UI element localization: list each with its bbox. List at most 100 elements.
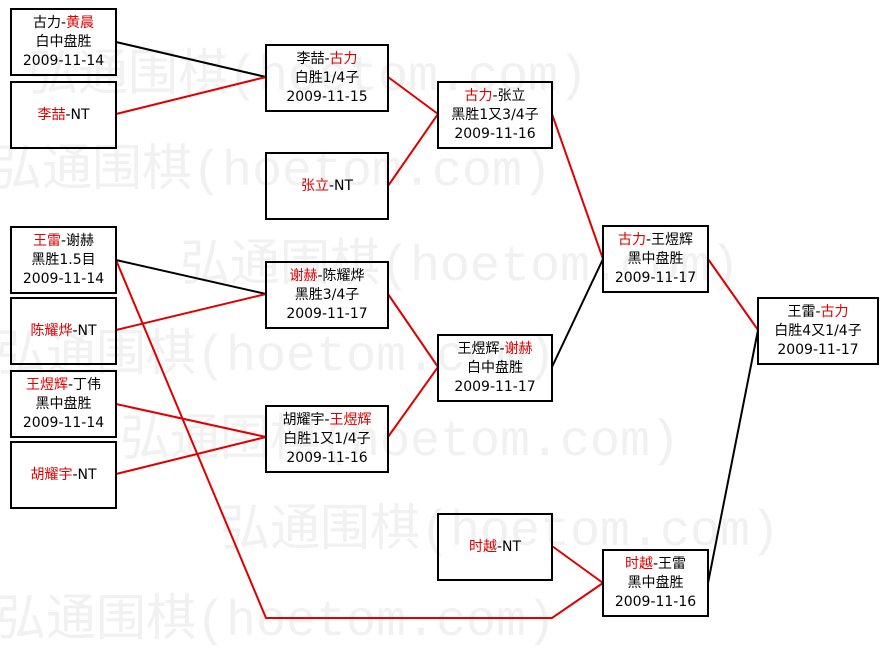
connector-line [115, 293, 267, 331]
player-name: 古力 [32, 14, 61, 31]
match-players: 王雷-古力 [787, 303, 848, 322]
match-box: 李喆-NT [10, 81, 117, 149]
match-players: 古力-黄晨 [33, 14, 94, 33]
match-players: 胡耀宇-NT [30, 466, 96, 485]
connector-line [387, 366, 439, 438]
player-name: NT [70, 106, 90, 123]
player-name: 谢赫 [66, 232, 95, 249]
connector-line [387, 76, 439, 115]
match-players: 王雷-谢赫 [33, 232, 94, 251]
player-separator: - [645, 231, 652, 248]
player-separator: - [815, 303, 821, 320]
match-box: 张立-NT [265, 152, 389, 220]
match-date: 2009-11-17 [614, 269, 697, 286]
player-name: 古力 [464, 87, 493, 104]
match-result: 白中盘胜 [467, 359, 523, 376]
match-date: 2009-11-17 [777, 341, 859, 358]
connector-line [707, 258, 759, 331]
match-date: 2009-11-16 [454, 125, 536, 142]
player-separator: - [496, 538, 503, 555]
player-separator: - [652, 555, 659, 572]
match-date: 2009-11-15 [286, 88, 368, 105]
match-date: 2009-11-16 [614, 593, 697, 610]
player-name: 古力 [820, 303, 849, 320]
connector-line [387, 293, 439, 368]
match-date: 2009-11-17 [454, 378, 536, 395]
player-name: 谢赫 [289, 267, 318, 284]
connector-line [115, 41, 267, 78]
player-name: 陈耀烨 [30, 322, 73, 339]
player-separator: - [324, 411, 330, 428]
player-name: 陈耀烨 [322, 267, 365, 284]
player-name: 谢赫 [504, 340, 533, 357]
match-players: 陈耀烨-NT [30, 322, 96, 341]
match-players: 时越-王雷 [625, 555, 686, 574]
match-result: 黑胜1.5目 [31, 251, 96, 268]
match-date: 2009-11-16 [286, 449, 368, 466]
player-name: 王煜辉 [651, 231, 694, 248]
player-separator: - [317, 267, 323, 284]
connector-line [707, 329, 759, 584]
player-name: 王煜辉 [457, 340, 500, 357]
match-date: 2009-11-17 [286, 305, 368, 322]
player-separator: - [60, 14, 67, 31]
player-name: 古力 [617, 231, 646, 248]
player-separator: - [60, 232, 67, 249]
connector-line [551, 258, 604, 368]
player-name: 时越 [624, 555, 653, 572]
player-name: 胡耀宇 [30, 466, 73, 483]
player-name: 王雷 [787, 303, 816, 320]
match-box: 王煜辉-谢赫白中盘胜 2009-11-17 [437, 334, 553, 402]
player-name: NT [334, 177, 354, 194]
match-box: 古力-黄晨白中盘胜 2009-11-14 [10, 8, 117, 76]
connector-line [115, 259, 604, 619]
match-result: 白胜4又1/4子 [774, 322, 862, 339]
player-name: 王雷 [658, 555, 687, 572]
match-box: 胡耀宇-王煜辉白胜1又1/4子 2009-11-16 [265, 405, 389, 473]
player-name: NT [77, 322, 97, 339]
match-date: 2009-11-14 [22, 270, 105, 287]
connector-line [387, 113, 439, 187]
connector-line [115, 403, 267, 438]
player-name: NT [502, 538, 522, 555]
match-result: 黑中盘胜 [627, 250, 684, 267]
match-result: 白胜1/4子 [294, 69, 360, 86]
connector-line [551, 545, 604, 584]
match-date: 2009-11-14 [22, 52, 105, 69]
match-box: 王雷-谢赫黑胜1.5目 2009-11-14 [10, 226, 117, 294]
player-separator: - [72, 466, 78, 483]
connector-line [115, 259, 267, 295]
match-players: 谢赫-陈耀烨 [289, 267, 364, 286]
match-result: 黑胜3/4子 [294, 286, 360, 303]
match-players: 古力-张立 [464, 87, 525, 106]
player-name: 张立 [497, 87, 526, 104]
player-name: 胡耀宇 [282, 411, 325, 428]
player-name: 李喆 [296, 50, 325, 67]
player-separator: - [72, 322, 78, 339]
player-name: 时越 [468, 538, 497, 555]
match-box: 胡耀宇-NT [10, 441, 117, 509]
match-result: 白中盘胜 [35, 33, 92, 50]
player-separator: - [328, 177, 335, 194]
match-box: 陈耀烨-NT [10, 297, 117, 365]
match-players: 李喆-NT [37, 106, 89, 125]
player-separator: - [492, 87, 498, 104]
player-separator: - [65, 106, 71, 123]
match-players: 王煜辉-丁伟 [26, 376, 101, 395]
match-result: 黑中盘胜 [627, 574, 684, 591]
match-players: 古力-王煜辉 [618, 231, 693, 250]
player-name: 古力 [329, 50, 358, 67]
match-players: 李喆-古力 [296, 50, 357, 69]
match-result: 黑中盘胜 [35, 395, 92, 412]
match-players: 时越-NT [469, 538, 521, 557]
match-result: 黑胜1又3/4子 [451, 106, 539, 123]
player-separator: - [499, 340, 505, 357]
match-players: 胡耀宇-王煜辉 [282, 411, 371, 430]
match-result: 白胜1又1/4子 [283, 430, 371, 447]
player-name: 王煜辉 [25, 376, 68, 393]
